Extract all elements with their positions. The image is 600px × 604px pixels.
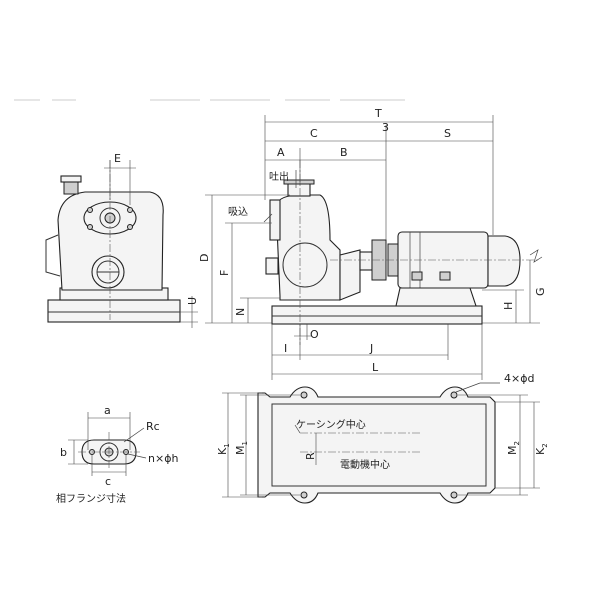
- dim-label-J: J: [369, 342, 373, 355]
- dim-label-H: H: [502, 302, 515, 310]
- base-plan-view: [222, 382, 540, 504]
- dim-label-N: N: [234, 308, 247, 316]
- dim-label-L: L: [372, 361, 379, 374]
- dim-label-R: R: [304, 452, 317, 460]
- side-dimension-lines: [205, 115, 540, 380]
- casing-center-label: ケーシング中心: [296, 418, 366, 431]
- dim-label-c: c: [105, 475, 111, 488]
- dim-label-C: C: [310, 127, 318, 140]
- dim-label-E: E: [114, 152, 121, 165]
- dim-label-U: U: [186, 297, 199, 305]
- front-view: [45, 160, 198, 328]
- dim-label-S: S: [444, 127, 451, 140]
- motor-center-label: 電動機中心: [340, 458, 390, 471]
- dim-label-O: O: [310, 328, 319, 341]
- dim-label-nh: n×ϕh: [148, 452, 178, 465]
- dim-label-F: F: [218, 270, 231, 276]
- companion-flange-view: [68, 412, 147, 476]
- suction-label: 吸込: [228, 206, 248, 218]
- dim-label-D: D: [198, 254, 211, 262]
- dim-label-A: A: [277, 146, 285, 159]
- dim-label-T: T: [374, 107, 382, 120]
- dim-label-a: a: [104, 404, 111, 417]
- dim-label-b: b: [60, 446, 67, 459]
- dim-label-K1: K1: [216, 443, 231, 455]
- dim-label-B: B: [340, 146, 348, 159]
- dim-label-Rc: Rc: [146, 420, 160, 433]
- dim-label-G: G: [534, 287, 547, 296]
- dim-label-M1: M1: [234, 441, 249, 455]
- flange-caption: 相フランジ寸法: [56, 492, 126, 505]
- dim-label-M2: M2: [506, 441, 521, 455]
- dim-label-3: 3: [382, 121, 389, 134]
- dim-label-I: I: [284, 342, 287, 355]
- side-view: [265, 160, 543, 345]
- discharge-label: 吐出: [269, 170, 289, 183]
- dim-label-4d: 4×ϕd: [504, 372, 534, 385]
- dim-label-K2: K2: [534, 443, 549, 455]
